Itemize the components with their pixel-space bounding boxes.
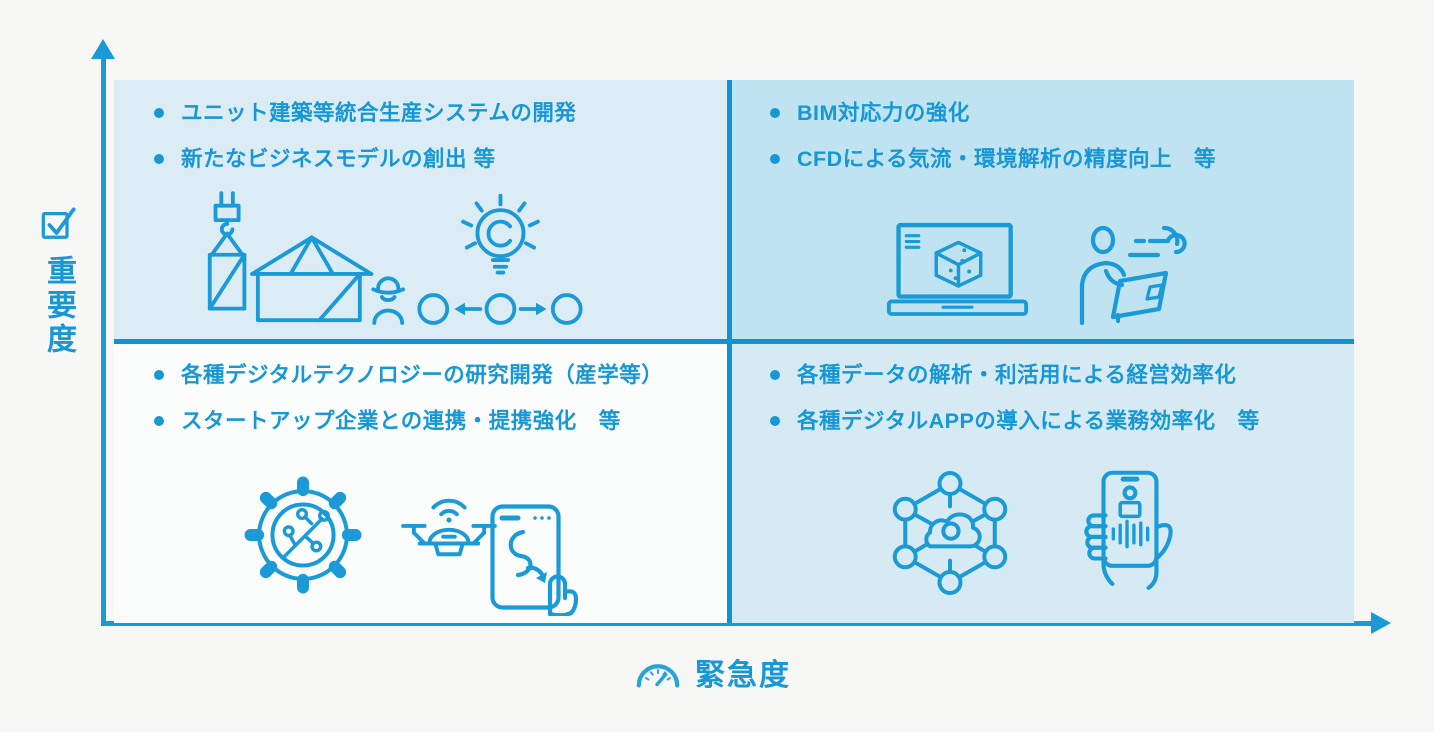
network-cloud-icon — [890, 470, 1010, 596]
list-item: 新たなビジネスモデルの創出 等 — [154, 147, 730, 172]
quadrant-bottom-left: 各種デジタルテクノロジーの研究開発（産学等） スタートアップ企業との連携・提携強… — [114, 342, 730, 623]
list-item: 各種デジタルテクノロジーの研究開発（産学等） — [154, 363, 730, 388]
vertical-divider — [727, 80, 732, 623]
x-axis-line — [101, 621, 1373, 626]
y-axis-arrow-icon — [91, 39, 115, 59]
quadrant-bottom-right-items: 各種データの解析・利活用による経営効率化 各種デジタルAPPの導入による業務効率… — [730, 342, 1354, 433]
horizontal-divider — [114, 339, 1354, 344]
quadrant-top-left: ユニット建築等統合生産システムの開発 新たなビジネスモデルの創出 等 — [114, 80, 730, 342]
bullet-icon — [154, 370, 164, 380]
y-axis-line — [101, 56, 106, 625]
drone-icon — [394, 484, 504, 564]
bullet-icon — [154, 153, 164, 164]
matrix-grid: ユニット建築等統合生産システムの開発 新たなビジネスモデルの創出 等 — [114, 80, 1354, 623]
y-axis-label-group: 重要度 — [40, 205, 76, 357]
quadrant-top-right: BIM対応力の強化 CFDによる気流・環境解析の精度向上 等 — [730, 80, 1354, 342]
idea-bulb-process-icon — [416, 190, 584, 332]
quadrant-bottom-right: 各種データの解析・利活用による経営効率化 各種デジタルAPPの導入による業務効率… — [730, 342, 1354, 623]
list-item: スタートアップ企業との連携・提携強化 等 — [154, 409, 730, 434]
checkbox-icon — [41, 207, 76, 239]
item-text: スタートアップ企業との連携・提携強化 等 — [181, 408, 621, 433]
cfd-airflow-person-icon — [1066, 225, 1190, 325]
item-text: 各種デジタルAPPの導入による業務効率化 等 — [797, 408, 1260, 433]
item-text: BIM対応力の強化 — [797, 101, 970, 125]
gear-circuit-icon — [240, 470, 366, 600]
bullet-icon — [154, 108, 164, 118]
hand-smartphone-wave-icon — [1080, 470, 1178, 598]
bullet-icon — [770, 415, 780, 426]
item-text: CFDによる気流・環境解析の精度向上 等 — [797, 146, 1217, 171]
y-axis-title: 重要度 — [42, 255, 75, 357]
bullet-icon — [154, 415, 164, 426]
item-text: 新たなビジネスモデルの創出 等 — [181, 146, 496, 171]
list-item: ユニット建築等統合生産システムの開発 — [154, 101, 730, 126]
bullet-icon — [770, 370, 780, 380]
list-item: CFDによる気流・環境解析の精度向上 等 — [770, 147, 1354, 172]
x-axis-title: 緊急度 — [695, 659, 791, 692]
item-text: 各種デジタルテクノロジーの研究開発（産学等） — [181, 363, 664, 387]
bullet-icon — [770, 153, 780, 164]
list-item: BIM対応力の強化 — [770, 101, 1354, 126]
gauge-icon — [636, 664, 680, 688]
item-text: 各種データの解析・利活用による経営効率化 — [797, 363, 1237, 387]
item-text: ユニット建築等統合生産システムの開発 — [181, 101, 577, 125]
unit-construction-icon — [204, 190, 406, 332]
bim-laptop-cube-icon — [885, 220, 1030, 321]
list-item: 各種デジタルAPPの導入による業務効率化 等 — [770, 409, 1354, 434]
x-axis-arrow-icon — [1371, 612, 1391, 634]
quadrant-bottom-left-items: 各種デジタルテクノロジーの研究開発（産学等） スタートアップ企業との連携・提携強… — [114, 342, 730, 433]
bullet-icon — [770, 108, 780, 118]
quadrant-top-left-items: ユニット建築等統合生産システムの開発 新たなビジネスモデルの創出 等 — [114, 80, 730, 171]
list-item: 各種データの解析・利活用による経営効率化 — [770, 363, 1354, 388]
x-axis-label-group: 緊急度 — [634, 650, 791, 694]
quadrant-top-right-items: BIM対応力の強化 CFDによる気流・環境解析の精度向上 等 — [730, 80, 1354, 171]
smartphone-touch-icon — [490, 504, 585, 616]
